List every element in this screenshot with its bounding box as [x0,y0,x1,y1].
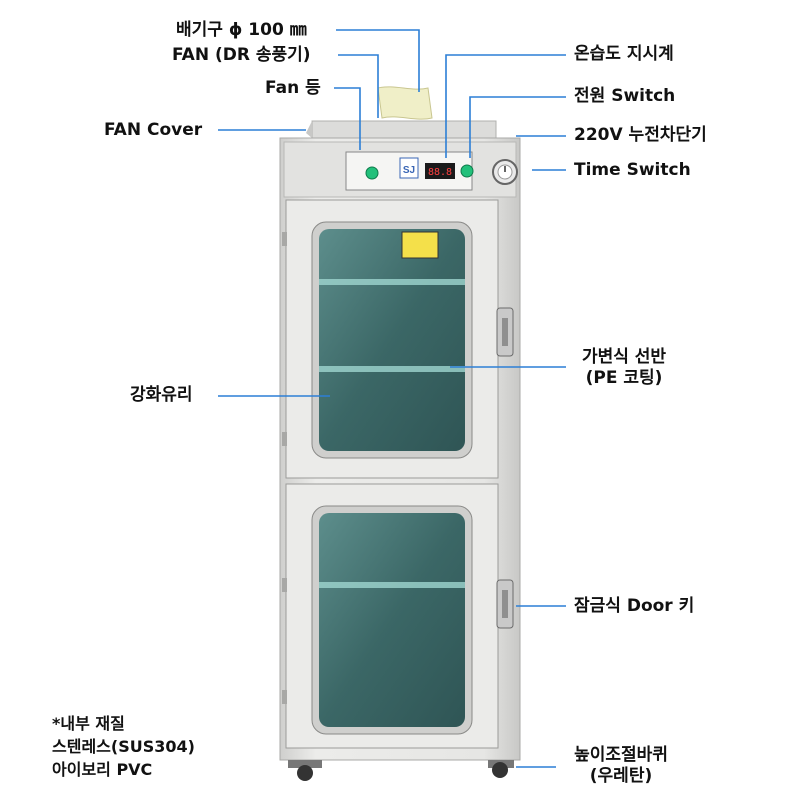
label-exhaust: 배기구 ϕ 100 ㎜ [176,20,307,40]
hinges [282,232,287,704]
control-panel: SJ 88.8 [283,141,518,198]
lower-glass [319,513,465,727]
label-caster: 높이조절바퀴 (우레탄) [562,745,680,787]
label-shelf: 가변식 선반 (PE 코팅) [572,347,676,389]
power-switch-icon [460,164,474,178]
caster-wheels [288,760,514,781]
exhaust-duct [377,86,433,120]
label-fan-light: Fan 등 [265,78,321,98]
label-caster-line2: (우레탄) [589,766,653,786]
logo: SJ [403,165,415,176]
label-breaker: 220V 누전차단기 [574,125,707,145]
upper-glass [319,229,465,451]
label-thermo-hygrometer: 온습도 지시계 [574,44,674,64]
material-note: *내부 재질 스텐레스(SUS304) 아이보리 PVC [52,712,195,781]
upper-door [285,199,499,479]
material-note-line3: 아이보리 PVC [52,760,153,779]
label-fan-dr: FAN (DR 송풍기) [172,45,311,65]
label-glass: 강화유리 [130,385,193,405]
label-power-switch: 전원 Switch [574,86,676,106]
thermo-display-value: 88.8 [428,167,452,178]
door-lock-handle [496,307,514,629]
fan-light-led-icon [365,166,379,180]
material-note-line1: *내부 재질 [52,714,125,733]
label-shelf-line1: 가변식 선반 [581,347,667,367]
label-shelf-line2: (PE 코팅) [585,368,663,388]
label-caster-line1: 높이조절바퀴 [574,745,668,765]
label-time-switch: Time Switch [574,160,691,180]
thermo-display [425,163,455,179]
material-note-line2: 스텐레스(SUS304) [52,737,195,756]
lower-door [285,483,499,749]
leader-lines [218,29,566,768]
label-lock: 잠금식 Door 키 [574,596,695,616]
label-fan-cover: FAN Cover [104,120,203,140]
fan-cover [306,120,497,139]
